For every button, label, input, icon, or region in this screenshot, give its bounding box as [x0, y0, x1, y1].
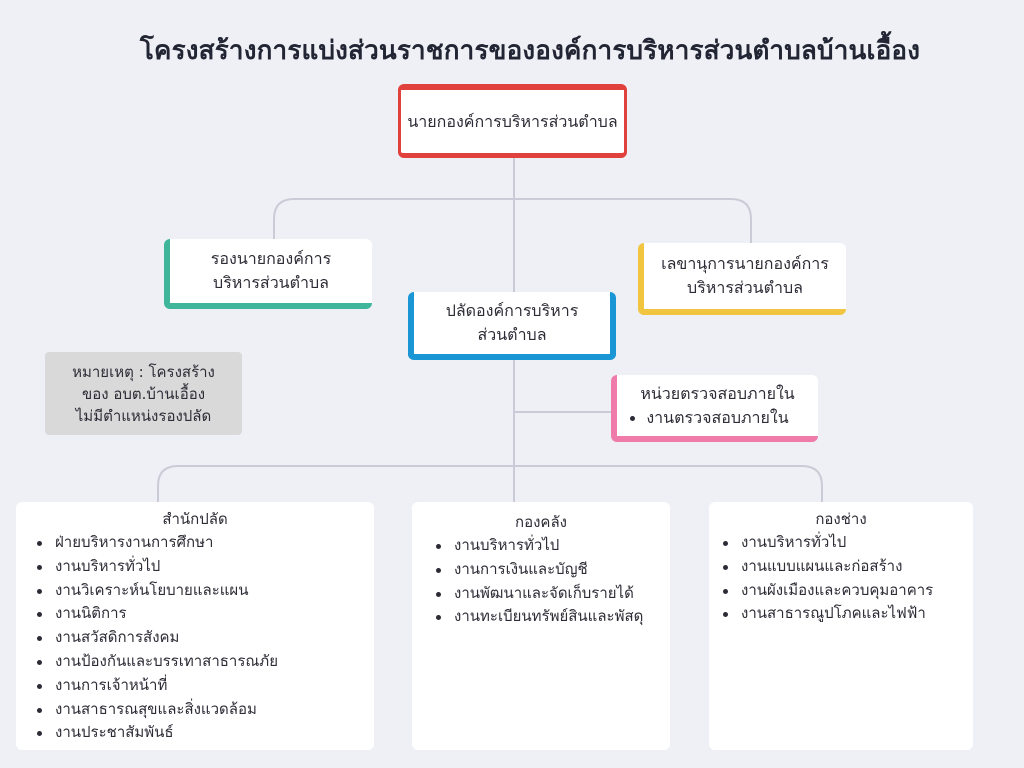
department-list: ฝ่ายบริหารงานการศึกษา งานบริหารทั่วไป งา…	[16, 531, 374, 745]
list-item: งานบริหารทั่วไป	[723, 531, 973, 555]
secretary-label-line-2: บริหารส่วนตำบล	[687, 278, 803, 297]
list-item: งานป้องกันและบรรเทาสาธารณภัย	[37, 650, 374, 674]
chief-label-line-1: ปลัดองค์การบริหาร	[445, 301, 579, 320]
list-item: งานนิติการ	[37, 602, 374, 626]
connector-deputy-branch	[273, 198, 514, 245]
deputy-label-line-1: รองนายกองค์การ	[210, 249, 332, 268]
department-list: งานบริหารทั่วไป งานการเงินและบัญชี งานพั…	[412, 534, 670, 629]
connector-dept-left	[157, 465, 514, 502]
department-title: กองช่าง	[815, 510, 867, 528]
internal-audit-box: หน่วยตรวจสอบภายใน งานตรวจสอบภายใน	[611, 375, 818, 442]
list-item: งานบริหารทั่วไป	[436, 534, 670, 558]
list-item: งานแบบแผนและก่อสร้าง	[723, 555, 973, 579]
department-finance: กองคลัง งานบริหารทั่วไป งานการเงินและบัญ…	[412, 502, 670, 750]
list-item: งานสาธารณูปโภคและไฟฟ้า	[723, 602, 973, 626]
department-title: สำนักปลัด	[162, 510, 228, 528]
mayor-label: นายกองค์การบริหารส่วนตำบล	[407, 111, 618, 131]
deputy-mayor-box: รองนายกองค์การ บริหารส่วนตำบล	[164, 239, 372, 309]
department-title: กองคลัง	[515, 513, 567, 531]
list-item: งานบริหารทั่วไป	[37, 555, 374, 579]
note-line-2: ของ อบต.บ้านเอื้อง	[81, 384, 206, 403]
department-office-of-chief: สำนักปลัด ฝ่ายบริหารงานการศึกษา งานบริหา…	[16, 502, 374, 750]
secretary-box: เลขานุการนายกองค์การ บริหารส่วนตำบล	[638, 243, 846, 315]
list-item: งานการเจ้าหน้าที่	[37, 674, 374, 698]
audit-title: หน่วยตรวจสอบภายใน	[640, 383, 795, 403]
mayor-box: นายกองค์การบริหารส่วนตำบล	[398, 84, 627, 158]
connector-dept-right	[514, 465, 823, 502]
list-item: งานทะเบียนทรัพย์สินและพัสดุ	[436, 605, 670, 629]
deputy-label-line-2: บริหารส่วนตำบล	[213, 273, 329, 292]
note-line-3: ไม่มีตำแหน่งรองปลัด	[75, 406, 212, 425]
list-item: งานสวัสดิการสังคม	[37, 626, 374, 650]
department-engineering: กองช่าง งานบริหารทั่วไป งานแบบแผนและก่อส…	[709, 502, 973, 750]
note-box: หมายเหตุ : โครงสร้าง ของ อบต.บ้านเอื้อง …	[45, 352, 242, 435]
secretary-label-line-1: เลขานุการนายกองค์การ	[661, 254, 829, 273]
list-item: งานการเงินและบัญชี	[436, 558, 670, 582]
list-item: งานพัฒนาและจัดเก็บรายได้	[436, 582, 670, 606]
audit-item: งานตรวจสอบภายใน	[630, 406, 789, 430]
list-item: งานผังเมืองและควบคุมอาคาร	[723, 579, 973, 603]
list-item: งานประชาสัมพันธ์	[37, 721, 374, 745]
page-title: โครงสร้างการแบ่งส่วนราชการขององค์การบริห…	[139, 36, 921, 66]
chief-label-line-2: ส่วนตำบล	[477, 325, 547, 344]
audit-list: งานตรวจสอบภายใน	[630, 406, 789, 430]
list-item: งานวิเคราะห์นโยบายและแผน	[37, 579, 374, 603]
list-item: งานสาธารณสุขและสิ่งแวดล้อม	[37, 698, 374, 722]
department-list: งานบริหารทั่วไป งานแบบแผนและก่อสร้าง งาน…	[709, 531, 973, 626]
note-line-1: หมายเหตุ : โครงสร้าง	[72, 362, 215, 381]
connector-secretary-branch	[514, 198, 752, 245]
list-item: ฝ่ายบริหารงานการศึกษา	[37, 531, 374, 555]
chief-admin-box: ปลัดองค์การบริหาร ส่วนตำบล	[408, 292, 616, 360]
